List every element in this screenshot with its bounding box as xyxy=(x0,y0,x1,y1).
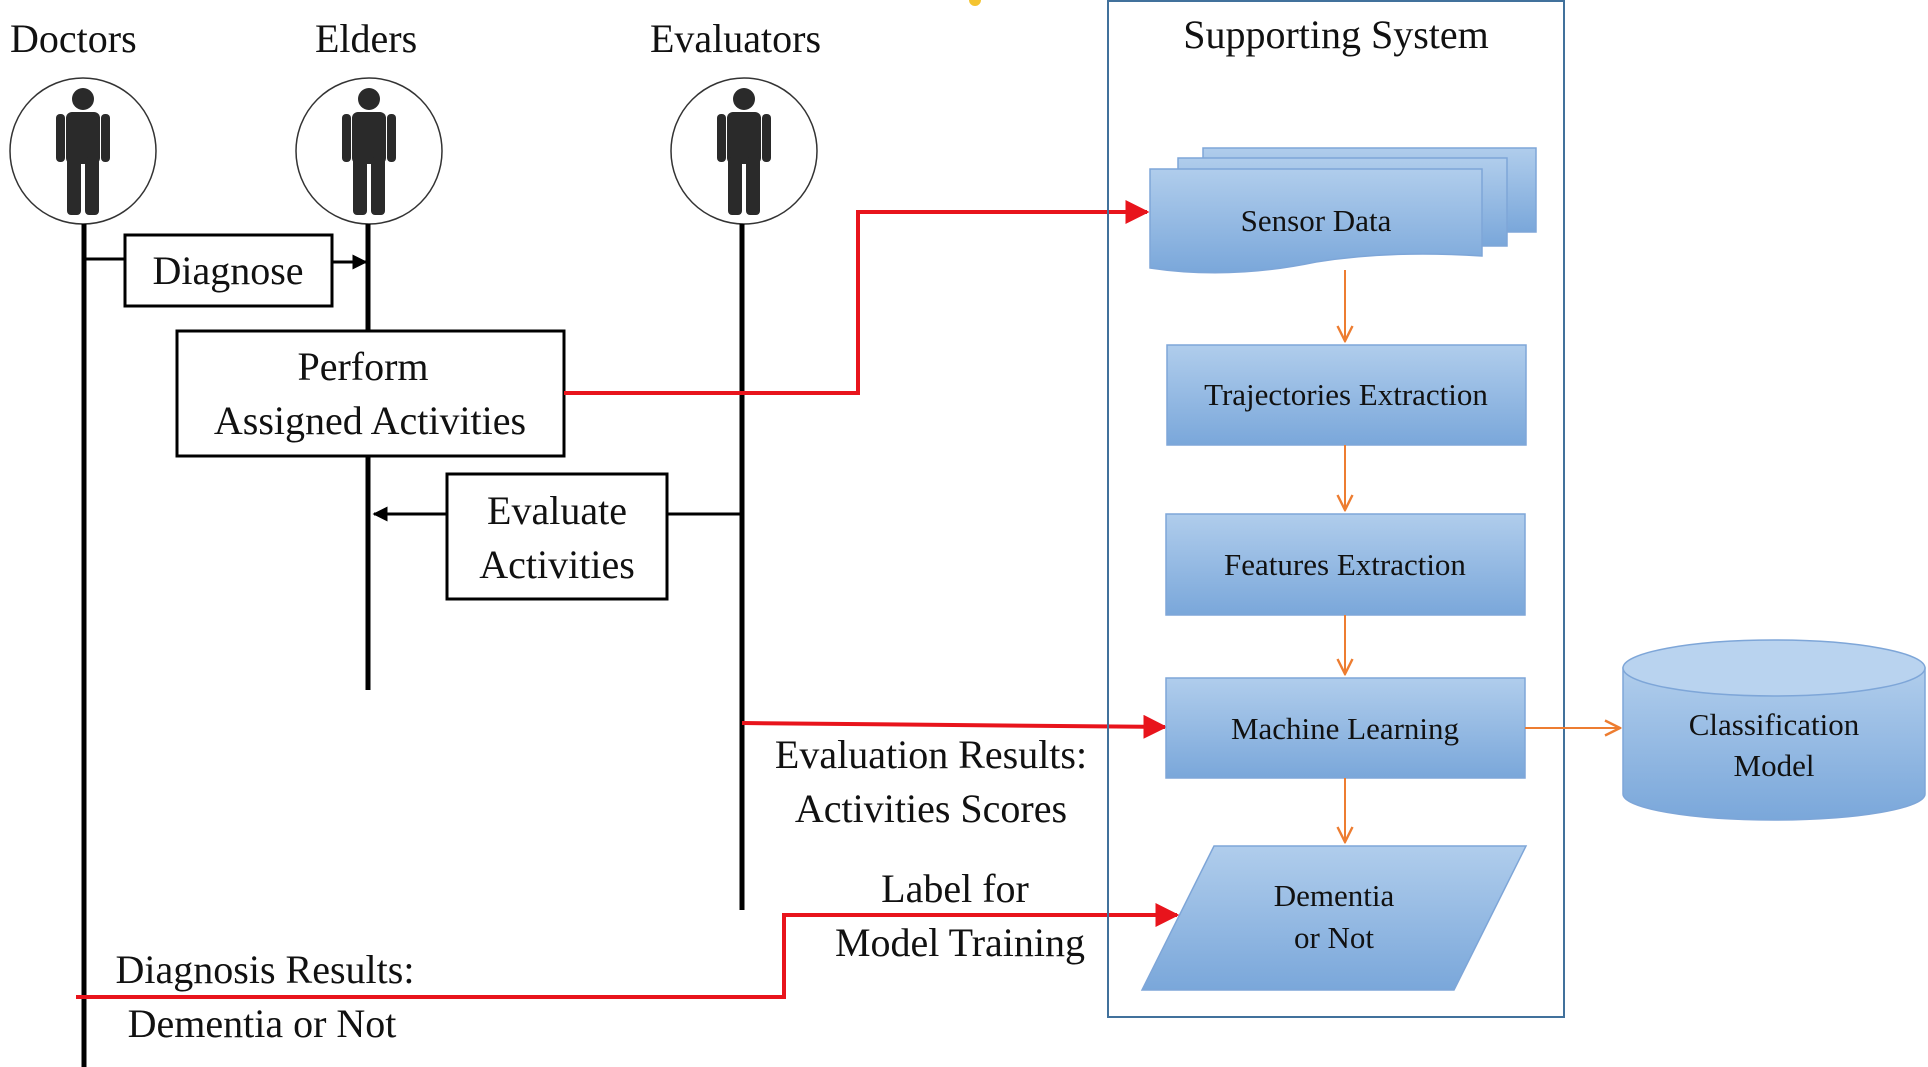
trajectories-extraction-label: Trajectories Extraction xyxy=(1204,377,1488,412)
diag-results-label-line1: Diagnosis Results: xyxy=(116,947,415,992)
evaluation-to-ml-flow xyxy=(741,714,1168,739)
machine-learning-label: Machine Learning xyxy=(1231,711,1459,746)
trajectories-extraction-node xyxy=(1166,344,1527,446)
diagnosis-to-label-flow xyxy=(76,903,1180,999)
actor-elders-avatar xyxy=(295,77,443,225)
supporting-system-frame xyxy=(1107,0,1565,1018)
machine-learning-node xyxy=(1165,677,1526,779)
sensor-data-node xyxy=(1149,147,1537,274)
supporting-system-title: Supporting System xyxy=(1183,12,1489,57)
actor-elders-label: Elders xyxy=(315,16,417,61)
label-for-line1: Label for xyxy=(881,866,1029,911)
decor-dot xyxy=(969,0,981,6)
evaluate-box xyxy=(445,472,669,601)
actor-doctors-avatar xyxy=(9,77,157,225)
classification-model-node xyxy=(1622,639,1926,821)
dementia-or-not-node xyxy=(1140,845,1528,991)
actor-evaluators-avatar xyxy=(670,77,818,225)
perform-to-sensor-flow xyxy=(564,200,1150,395)
evaluate-label-line1: Evaluate xyxy=(487,488,627,533)
label-for-line2: Model Training xyxy=(835,920,1085,965)
classification-model-label-line2: Model xyxy=(1734,748,1815,783)
sensor-data-label: Sensor Data xyxy=(1241,203,1392,238)
diag-results-label-line2: Dementia or Not xyxy=(128,1001,397,1046)
perform-label-line1: Perform xyxy=(297,344,428,389)
features-extraction-label: Features Extraction xyxy=(1224,547,1466,582)
diagnose-label: Diagnose xyxy=(152,248,303,293)
classification-model-label-line1: Classification xyxy=(1689,707,1860,742)
perform-label-line2: Assigned Activities xyxy=(214,398,526,443)
eval-results-label-line2: Activities Scores xyxy=(795,786,1067,831)
diagnose-box xyxy=(123,233,334,308)
dementia-or-not-label-line1: Dementia xyxy=(1274,878,1395,913)
eval-results-label-line1: Evaluation Results: xyxy=(775,732,1087,777)
actor-doctors-label: Doctors xyxy=(10,16,137,61)
features-extraction-node xyxy=(1165,513,1526,616)
dementia-or-not-label-line2: or Not xyxy=(1294,920,1374,955)
actor-evaluators-label: Evaluators xyxy=(650,16,821,61)
evaluate-label-line2: Activities xyxy=(479,542,635,587)
